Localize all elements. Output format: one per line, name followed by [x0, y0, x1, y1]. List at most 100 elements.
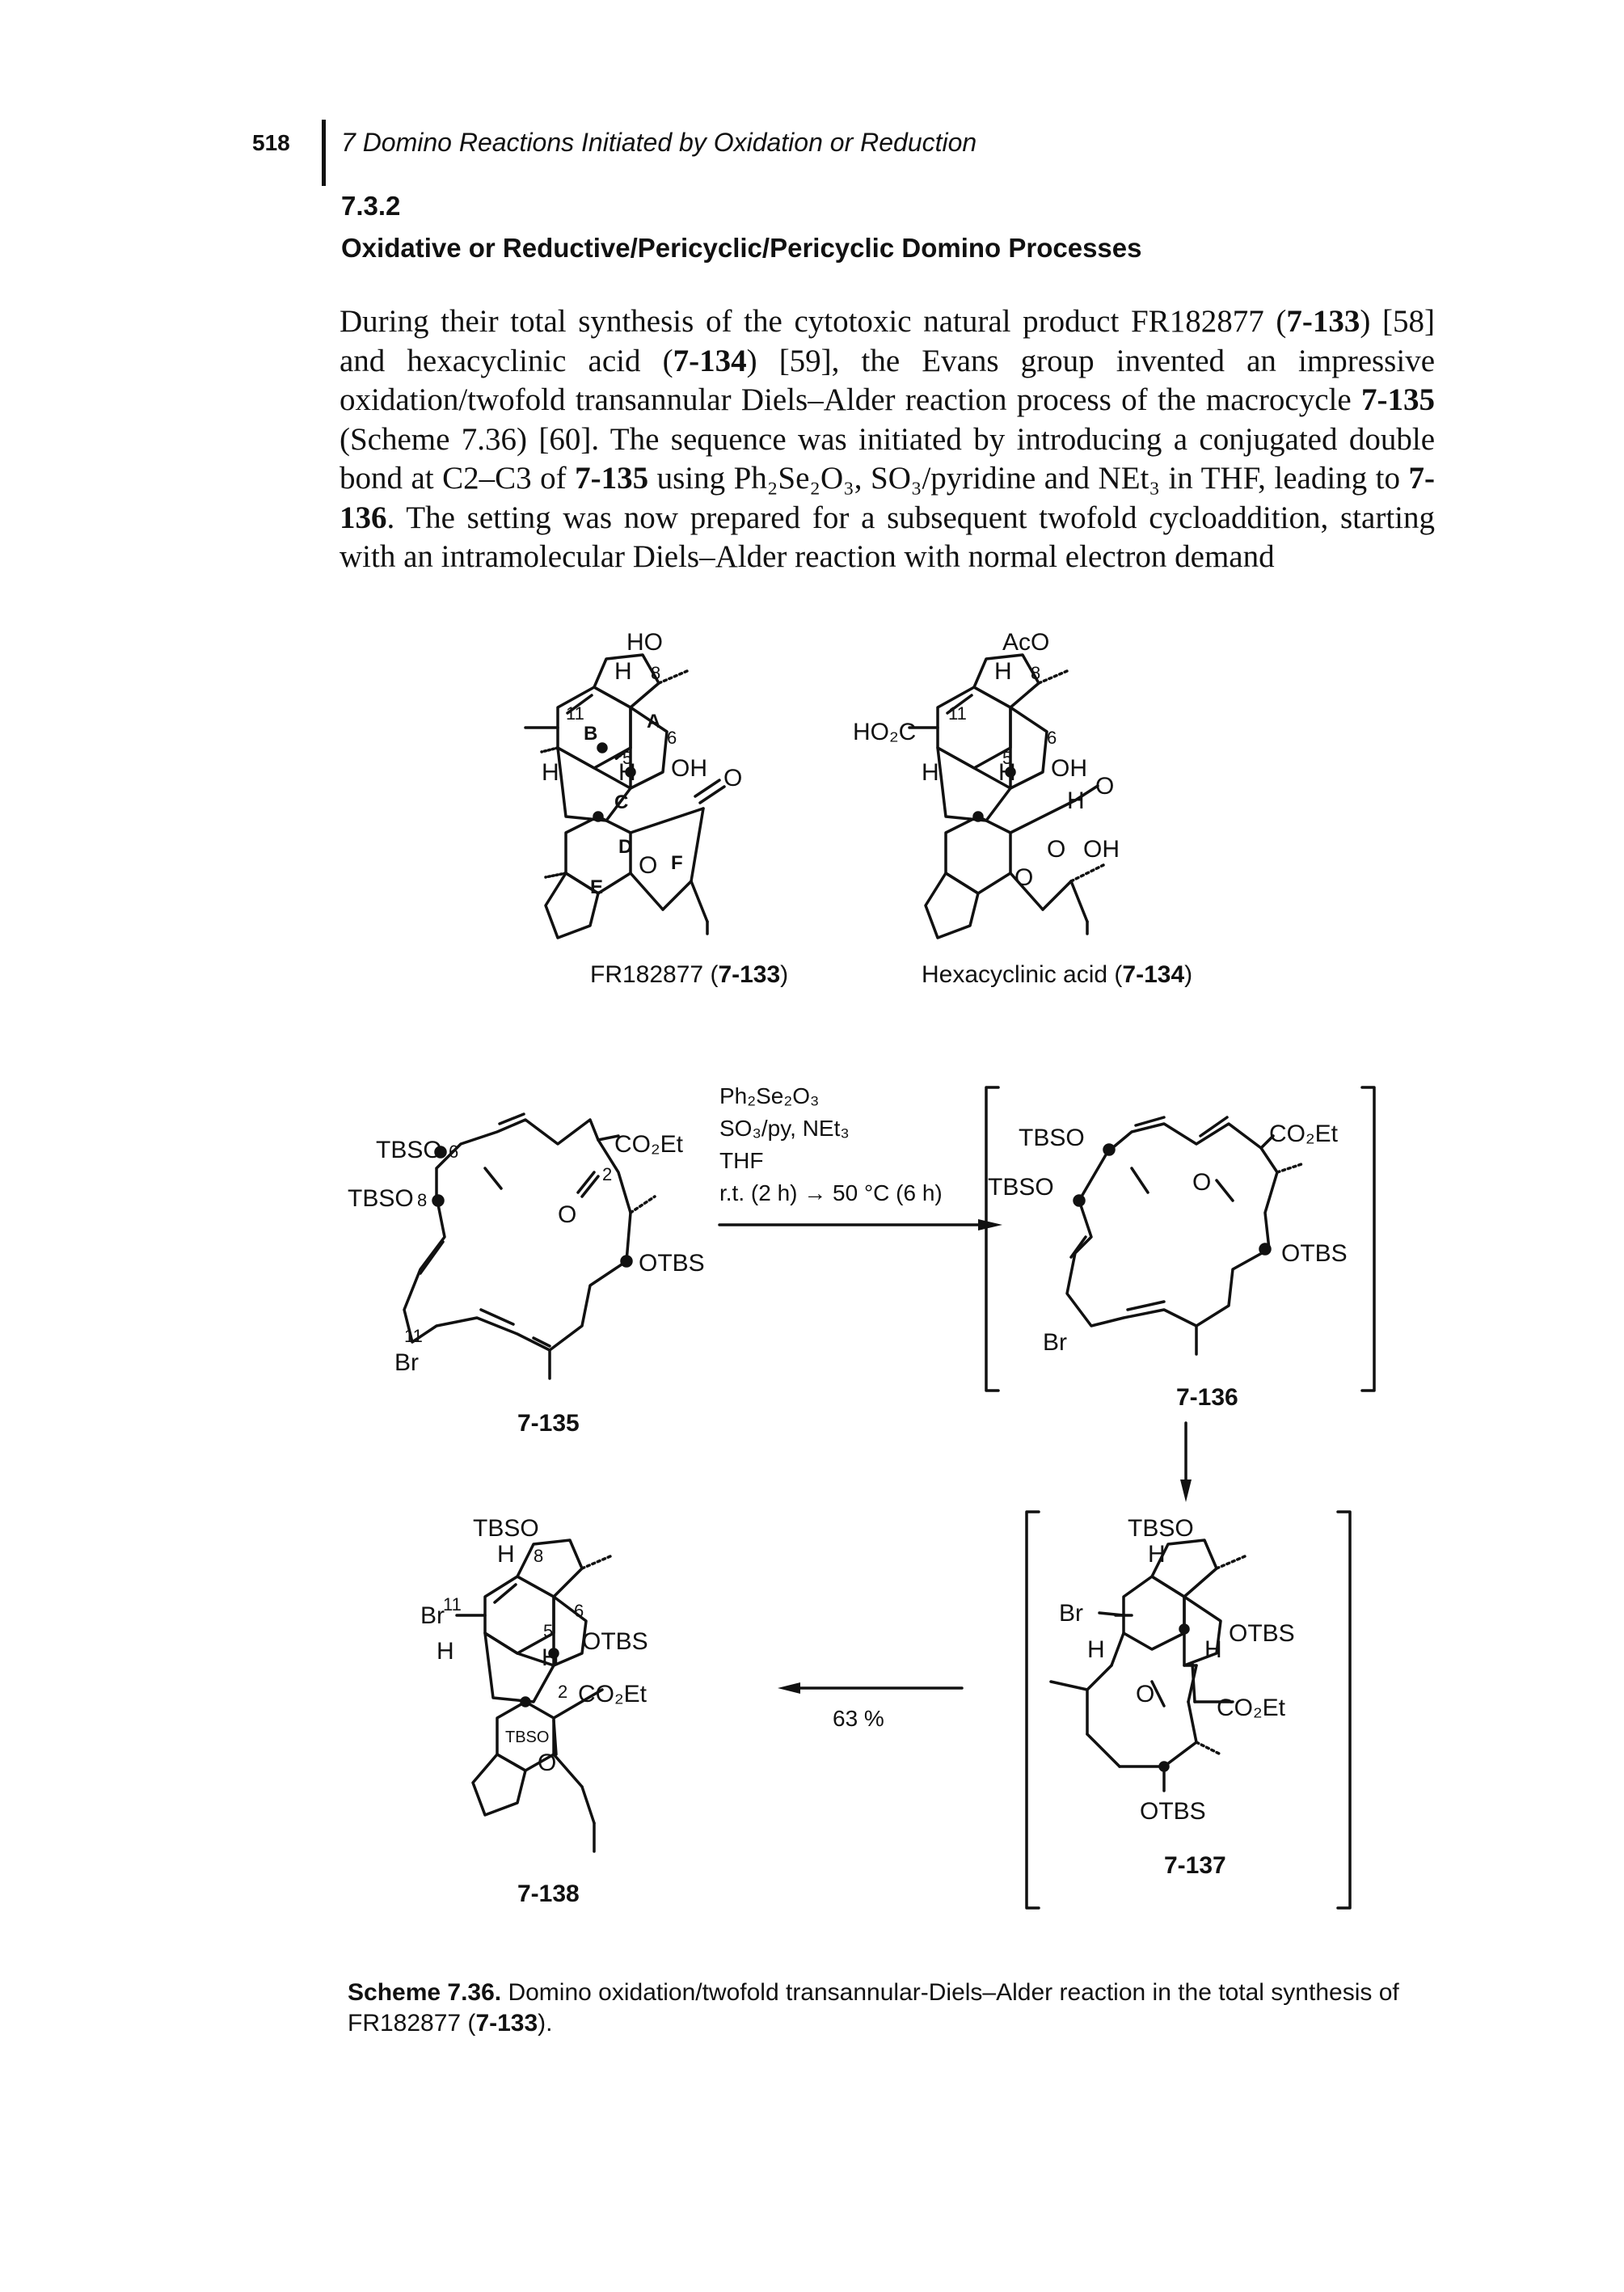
label-tbso: TBSO: [1128, 1515, 1194, 1542]
compound-name-text: Hexacyclinic acid: [922, 961, 1107, 988]
label-otbs: OTBS: [1281, 1240, 1348, 1267]
body-segment: During their total synthesis of the cyto…: [340, 304, 1287, 339]
structure-7-137: [1049, 1539, 1246, 1792]
structure-7-134: [908, 653, 1105, 939]
caption-text-end: ).: [538, 2010, 553, 2037]
reaction-scheme: HO H 8 A B 11 6 5 OH H H C O D O F E FR1…: [348, 629, 1376, 1910]
label-h-ald: H: [1067, 787, 1085, 814]
body-segment: ) [58] and hexacyclinic acid (: [340, 304, 1435, 378]
label-co2et: CO₂Et: [614, 1131, 684, 1158]
label-locant-5: 5: [543, 1621, 553, 1641]
label-locant-8: 8: [651, 663, 660, 683]
label-br: Br: [394, 1349, 419, 1376]
compound-name-text: FR182877: [590, 961, 703, 988]
compound-name-133: FR182877 (7-133): [590, 961, 788, 988]
compound-name-134: Hexacyclinic acid (7-134): [922, 961, 1192, 988]
label-otbs: OTBS: [582, 1628, 648, 1655]
label-h-right: H: [618, 759, 636, 786]
label-o-ring: O: [1014, 864, 1033, 891]
ring-label-a: A: [647, 711, 660, 732]
label-o: O: [723, 765, 742, 791]
body-segment: . The setting was now prepared for a sub…: [340, 500, 1435, 575]
label-o: O: [1136, 1681, 1154, 1707]
label-locant-11: 11: [443, 1594, 462, 1615]
structure-7-136: [1065, 1116, 1303, 1356]
label-oh: OH: [1051, 755, 1087, 782]
bracket-right: [1336, 1510, 1352, 1910]
label-co2et: CO₂Et: [1269, 1121, 1339, 1147]
condition-reagent-1: Ph₂Se₂O₃: [719, 1083, 819, 1108]
structure-7-138: [455, 1539, 612, 1853]
structure-7-135: [403, 1112, 656, 1380]
caption-compound-ref: 7-133: [475, 2010, 538, 2037]
condition-solvent: THF: [719, 1148, 763, 1173]
label-o-ald: O: [1095, 773, 1114, 800]
bracket-left: [1025, 1510, 1040, 1910]
label-locant-6: 6: [667, 728, 677, 748]
compound-id-134: 7-134: [1122, 961, 1184, 988]
label-h: H: [1148, 1541, 1166, 1568]
label-h: H: [994, 658, 1012, 685]
section-number: 7.3.2: [341, 191, 401, 221]
label-o-ring: O: [639, 852, 657, 879]
arrow-head-down: [1180, 1479, 1192, 1502]
label-locant-2: 2: [602, 1164, 612, 1184]
label-o: O: [1192, 1169, 1211, 1196]
label-o: O: [558, 1201, 576, 1228]
bracket-left: [985, 1086, 1000, 1392]
label-h-left: H: [542, 759, 559, 786]
ring-label-d: D: [618, 836, 632, 858]
label-h-left: H: [922, 759, 939, 786]
compound-ref: 7-136: [340, 461, 1435, 535]
label-o: O: [1047, 836, 1065, 863]
reaction-yield: 63 %: [833, 1706, 884, 1731]
compound-id-138: 7-138: [517, 1880, 580, 1907]
body-segment: (Scheme 7.36) [60]. The sequence was ini…: [340, 421, 1435, 496]
label-h-left: H: [1087, 1636, 1105, 1663]
condition-temperature: r.t. (2 h) → 50 °C (6 h): [719, 1180, 943, 1205]
label-h: H: [614, 658, 632, 685]
ring-label-f: F: [671, 852, 683, 874]
label-h-right: H: [998, 759, 1016, 786]
compound-id-133: 7-133: [718, 961, 780, 988]
header-rule: [322, 120, 326, 186]
label-locant-5: 5: [1002, 748, 1012, 768]
compound-ref: 7-135: [575, 461, 649, 496]
label-locant-2: 2: [558, 1682, 567, 1702]
arrow-head-back: [778, 1682, 800, 1694]
label-tbso-small: TBSO: [505, 1728, 549, 1746]
compound-ref: 7-134: [673, 343, 747, 378]
body-segment: ) [59], the Evans group invented an impr…: [340, 343, 1436, 418]
label-locant-11: 11: [404, 1326, 423, 1346]
label-aco: AcO: [1002, 629, 1049, 656]
caption-text: Domino oxidation/twofold transannular-Di…: [348, 1979, 1399, 2037]
label-br: Br: [1059, 1600, 1083, 1627]
label-h-right: H: [1204, 1636, 1222, 1663]
label-co2et: CO₂Et: [578, 1681, 647, 1707]
compound-id-135: 7-135: [517, 1410, 580, 1437]
label-h: H: [497, 1541, 515, 1568]
ring-label-c: C: [614, 791, 628, 813]
label-otbs-1: OTBS: [1229, 1620, 1295, 1647]
label-locant-11: 11: [948, 703, 967, 724]
label-oh2: OH: [1083, 836, 1120, 863]
label-locant-6: 6: [449, 1142, 458, 1162]
label-locant-6: 6: [574, 1601, 584, 1621]
ring-label-e: E: [590, 876, 603, 898]
label-otbs: OTBS: [639, 1250, 705, 1277]
label-co2et: CO₂Et: [1217, 1695, 1286, 1721]
body-segment: using Ph₂Se₂O₃, SO₃/pyridine and NEt₃ in…: [648, 461, 1409, 496]
scheme-caption: Scheme 7.36. Domino oxidation/twofold tr…: [348, 1978, 1447, 2039]
label-oh: OH: [671, 755, 707, 782]
label-tbso-1: TBSO: [376, 1137, 442, 1163]
structure-7-133: [524, 653, 726, 939]
label-locant-8: 8: [417, 1190, 427, 1210]
ring-label-b: B: [584, 723, 597, 745]
label-locant-8: 8: [1031, 663, 1040, 683]
label-locant-8: 8: [534, 1546, 543, 1566]
label-locant-6: 6: [1047, 728, 1057, 748]
body-paragraph: During their total synthesis of the cyto…: [340, 302, 1435, 577]
arrow-head: [978, 1219, 1002, 1230]
label-tbso-2: TBSO: [348, 1185, 414, 1212]
compound-ref: 7-135: [1361, 382, 1435, 417]
